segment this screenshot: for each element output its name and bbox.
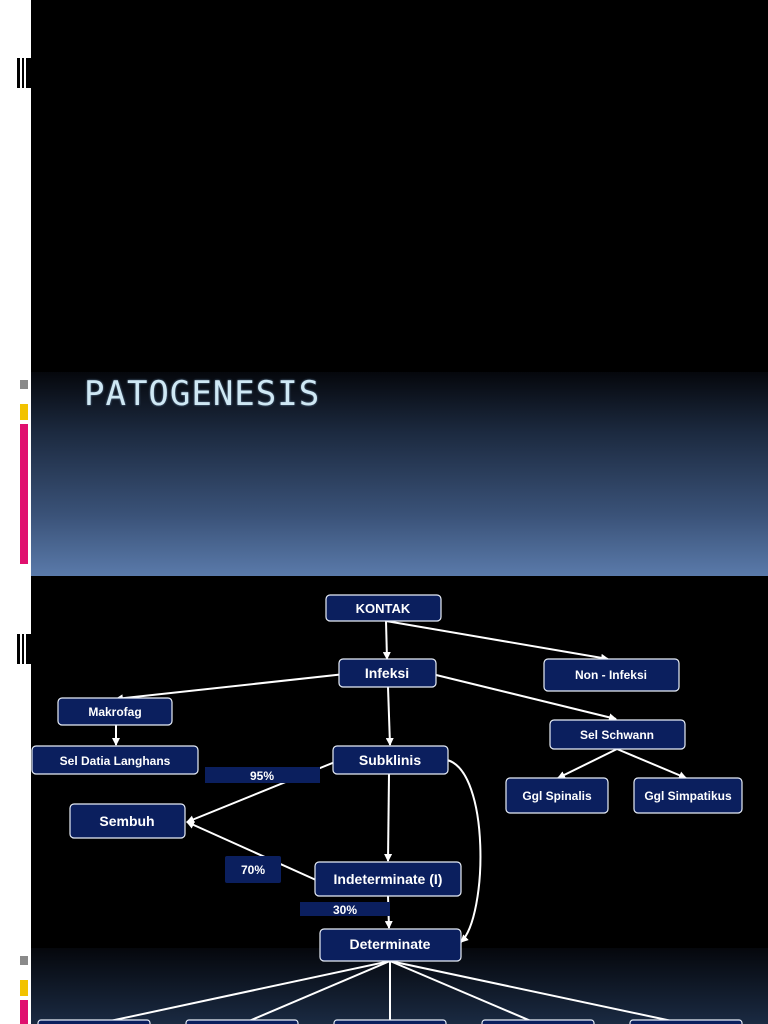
accent-yellow: [20, 980, 28, 996]
edge-kontak-infeksi: [382, 620, 391, 660]
accent-pink: [20, 1000, 28, 1024]
svg-text:70%: 70%: [241, 863, 265, 877]
svg-text:Ggl Spinalis: Ggl Spinalis: [522, 789, 592, 803]
edge-determinate-out-2: [241, 960, 391, 1024]
svg-text:Ggl Simpatikus: Ggl Simpatikus: [644, 789, 732, 803]
outcome-box-5: [629, 1019, 743, 1024]
slide-marker-icon: [17, 58, 31, 88]
node-indeterminate: Indeterminate (I): [314, 861, 462, 897]
edge-subklinis-determinate: [446, 759, 482, 943]
svg-text:Infeksi: Infeksi: [365, 665, 409, 681]
title-background-gradient: [31, 372, 768, 576]
node-makrofag: Makrofag: [57, 697, 173, 726]
node-ggl-simpatikus: Ggl Simpatikus: [633, 777, 743, 814]
title-slide: PATOGENESIS: [0, 0, 768, 576]
percent-95-label: 95%: [205, 767, 320, 783]
svg-text:Makrofag: Makrofag: [88, 705, 141, 719]
svg-text:Indeterminate (I): Indeterminate (I): [334, 871, 443, 887]
diagram-slide: 95% 70% 30% KONTAK Infeksi Non - Infeksi…: [0, 576, 768, 1024]
outcome-box-4: [481, 1019, 595, 1024]
node-ggl-spinalis: Ggl Spinalis: [505, 777, 609, 814]
svg-text:Sembuh: Sembuh: [99, 813, 154, 829]
edge-kontak-noninfeksi: [385, 620, 609, 662]
edge-infeksi-subklinis: [385, 686, 394, 746]
svg-text:Non - Infeksi: Non - Infeksi: [575, 668, 647, 682]
svg-text:Determinate: Determinate: [350, 936, 431, 952]
edge-determinate-out-1: [95, 960, 391, 1024]
left-white-bar: [0, 576, 31, 1024]
node-sel-datia-langhans: Sel Datia Langhans: [31, 745, 199, 775]
outcome-box-3: [333, 1019, 447, 1024]
edge-infeksi-selschwann: [431, 673, 617, 722]
edge-schwann-spinalis: [557, 748, 618, 779]
node-sel-schwann: Sel Schwann: [549, 719, 686, 750]
node-infeksi: Infeksi: [338, 658, 437, 688]
edge-determinate-out-4: [389, 960, 539, 1024]
svg-text:Sel Schwann: Sel Schwann: [580, 728, 654, 742]
accent-gray: [20, 956, 28, 965]
edge-subklinis-indeterminate: [384, 773, 393, 862]
outcome-box-1: [37, 1019, 151, 1024]
slide-marker-icon: [17, 634, 31, 664]
accent-yellow: [20, 404, 28, 420]
edge-indeterminate-sembuh: [186, 821, 317, 881]
node-kontak: KONTAK: [325, 594, 442, 622]
percent-70-label: 70%: [225, 856, 281, 883]
node-non-infeksi: Non - Infeksi: [543, 658, 680, 692]
svg-text:95%: 95%: [250, 769, 274, 783]
svg-text:Sel Datia Langhans: Sel Datia Langhans: [60, 754, 171, 768]
pathogenesis-flowchart: 95% 70% 30% KONTAK Infeksi Non - Infeksi…: [31, 594, 743, 1024]
page-title: PATOGENESIS: [84, 374, 321, 414]
accent-gray: [20, 380, 28, 389]
edge-infeksi-makrofag: [115, 673, 346, 703]
edge-schwann-simpatikus: [616, 748, 687, 779]
node-determinate: Determinate: [319, 928, 462, 962]
svg-text:Subklinis: Subklinis: [359, 752, 421, 768]
node-subklinis: Subklinis: [332, 745, 449, 775]
percent-30-label: 30%: [300, 902, 390, 917]
svg-text:KONTAK: KONTAK: [356, 601, 411, 616]
accent-pink: [20, 424, 28, 564]
edge-determinate-out-5: [389, 960, 687, 1024]
svg-text:30%: 30%: [333, 903, 357, 917]
outcome-box-2: [185, 1019, 299, 1024]
node-sembuh: Sembuh: [69, 803, 186, 839]
